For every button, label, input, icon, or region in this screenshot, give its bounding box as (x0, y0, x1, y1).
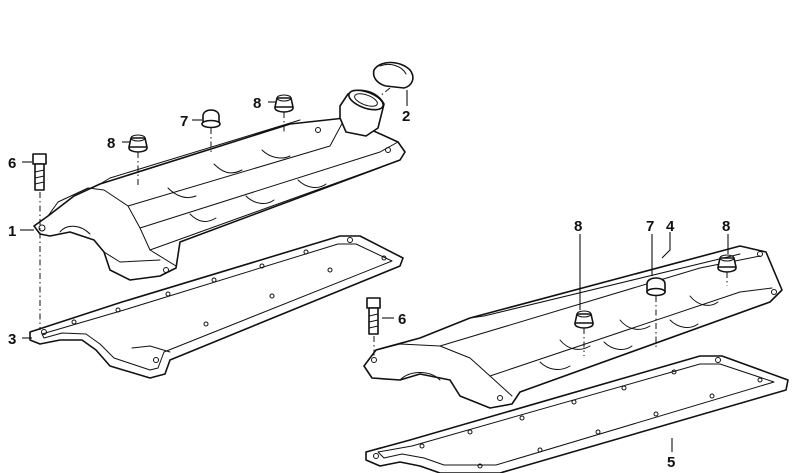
callout-8-left-b: 8 (253, 95, 261, 112)
leader-4 (661, 232, 671, 259)
callout-8-right-a: 8 (574, 218, 582, 235)
filler-cap (372, 61, 414, 89)
callout-3: 3 (8, 331, 16, 348)
nut-right-b (717, 254, 737, 273)
callout-7-left: 7 (180, 113, 188, 130)
gasket-right (365, 355, 789, 473)
callout-5: 5 (667, 454, 675, 471)
callout-8-left-a: 8 (107, 135, 115, 152)
valve-cover-right (363, 245, 783, 409)
callout-8-right-b: 8 (722, 218, 730, 235)
bolt-left (32, 153, 47, 191)
callout-7-right: 7 (646, 218, 654, 235)
callout-4: 4 (666, 218, 675, 235)
callout-2: 2 (402, 108, 410, 125)
cap-nut-right (646, 277, 666, 297)
gasket-left (29, 235, 404, 379)
callout-6-right: 6 (398, 311, 406, 328)
nut-left-b (274, 94, 294, 113)
filler-neck (339, 89, 385, 137)
nut-right-a (574, 310, 594, 329)
bolt-right (366, 297, 381, 335)
callout-1: 1 (8, 223, 16, 240)
nut-left-a (128, 134, 148, 153)
axis-cap (379, 87, 391, 97)
callout-6-left: 6 (8, 155, 16, 172)
cap-nut-left (201, 109, 221, 129)
valve-cover-left (33, 117, 406, 281)
